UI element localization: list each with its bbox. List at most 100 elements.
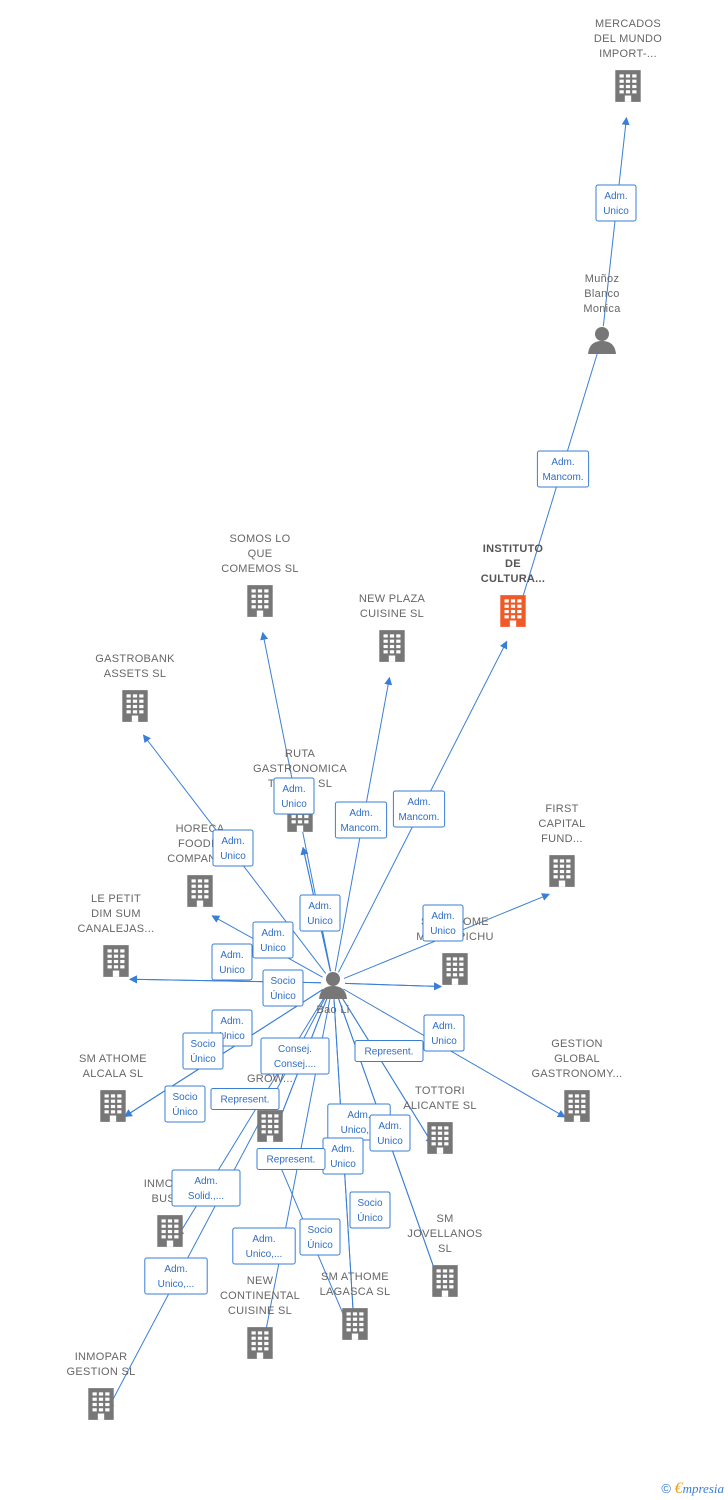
- edge-label-box: [252, 921, 294, 959]
- node-label: NEW PLAZA: [359, 593, 426, 605]
- edge-label-text: Adm.: [378, 1121, 401, 1132]
- edge-label-text: Unico: [430, 926, 456, 937]
- edge-label-text: Adm.: [194, 1176, 217, 1187]
- edge-label-box: [144, 1257, 208, 1295]
- edge-label-baoli-lagasca[interactable]: Adm.Unico: [322, 1137, 364, 1175]
- node-label: CULTURA...: [481, 573, 546, 585]
- edge-label-baoli-newplaza[interactable]: Adm.Mancom.: [334, 801, 388, 839]
- brand-name: mpresia: [682, 1481, 724, 1496]
- node-label: GESTION: [551, 1038, 603, 1050]
- edge-label-munoz-mercados[interactable]: Adm.Unico: [595, 184, 637, 222]
- node-label: TOTTORI: [415, 1085, 465, 1097]
- edge-label-grow-lagasca[interactable]: Represent.: [256, 1148, 326, 1170]
- copyright-icon: ©: [661, 1481, 671, 1496]
- edge-label-text: Socio: [270, 976, 295, 987]
- node-label: MERCADOS: [595, 18, 661, 30]
- building-icon: [103, 945, 129, 977]
- edge-label-text: Adm.: [252, 1234, 275, 1245]
- node-label: QUE: [248, 548, 273, 560]
- node-label: ASSETS SL: [104, 668, 167, 680]
- node-label: CUISINE SL: [360, 608, 424, 620]
- node-label: INMOPAR: [75, 1351, 128, 1363]
- edge-label-box: [232, 1227, 296, 1265]
- building-icon: [432, 1265, 458, 1297]
- edge-label-text: Mancom.: [340, 823, 381, 834]
- edge-label-baoli-inmoparbus[interactable]: Adm.Solid.,...: [171, 1169, 241, 1207]
- edge-label-text: Unico: [330, 1159, 356, 1170]
- edge-label-baoli-grow[interactable]: Consej.Consej....: [260, 1037, 330, 1075]
- edge-label-text: Consej....: [274, 1059, 316, 1070]
- node-label: GROW...: [247, 1073, 293, 1085]
- node-label: Monica: [583, 303, 621, 315]
- edge-label-baoli-gestion[interactable]: Adm.Unico: [423, 1014, 465, 1052]
- node-label: GASTRONOMICA: [253, 763, 347, 775]
- edge-label-box: [260, 1037, 330, 1075]
- edge-label-text: Unico,...: [341, 1125, 378, 1136]
- edge-label-baoli-grow[interactable]: Represent.: [210, 1088, 280, 1110]
- edge-label-text: Adm.: [220, 1016, 243, 1027]
- node-label: ALCALA SL: [83, 1068, 144, 1080]
- edge-label-text: Unico: [281, 799, 307, 810]
- node-label: LE PETIT: [91, 893, 141, 905]
- node-label: IMPORT-...: [599, 48, 657, 60]
- node-label: FOODIE: [178, 838, 222, 850]
- edge-label-baoli-horeca[interactable]: Adm.Unico: [211, 943, 253, 981]
- edge-label-baoli-newcont[interactable]: Adm. Unico,...: [232, 1227, 296, 1265]
- edge-label-text: Unico: [377, 1136, 403, 1147]
- edge-label-box: [422, 904, 464, 942]
- node-firstcap[interactable]: FIRSTCAPITALFUND...: [538, 803, 585, 887]
- node-newplaza[interactable]: NEW PLAZA CUISINE SL: [359, 593, 426, 662]
- node-label: FUND...: [541, 833, 583, 845]
- edge-label-baoli-inmopargest[interactable]: Adm.Unico,...: [144, 1257, 208, 1295]
- footer-brand[interactable]: © €mpresia: [661, 1480, 724, 1498]
- edge-label-baoli-instituto[interactable]: Adm.Mancom.: [392, 790, 446, 828]
- edge-label-text: Represent.: [267, 1155, 316, 1166]
- node-label: JOVELLANOS: [407, 1228, 482, 1240]
- edge-label-baoli-alcala[interactable]: Adm.Unico: [252, 921, 294, 959]
- edge-label-baoli-gastrobank[interactable]: Adm.Unico: [212, 829, 254, 867]
- node-label: SM: [436, 1213, 453, 1225]
- edge-label-baoli-machupichu[interactable]: Represent.: [354, 1040, 424, 1062]
- building-icon: [187, 875, 213, 907]
- edge-label-baoli-somos[interactable]: Adm.Unico: [273, 777, 315, 815]
- building-icon: [615, 70, 641, 102]
- edge-label-box: [262, 969, 304, 1007]
- node-gestion[interactable]: GESTIONGLOBALGASTRONOMY...: [531, 1038, 622, 1122]
- node-jovellanos[interactable]: SM JOVELLANOS SL: [407, 1213, 482, 1297]
- edge-label-text: Unico,...: [246, 1249, 283, 1260]
- node-label: FIRST: [545, 803, 578, 815]
- edge-label-box: [354, 1040, 424, 1062]
- node-instituto[interactable]: INSTITUTODECULTURA...: [481, 543, 546, 627]
- edge-label-text: Adm.: [432, 1021, 455, 1032]
- edge-label-box: [256, 1148, 326, 1170]
- edge-label-munoz-instituto[interactable]: Adm.Mancom.: [536, 450, 590, 488]
- edge-label-baoli-ruta[interactable]: Adm.Unico: [299, 894, 341, 932]
- node-label: CONTINENTAL: [220, 1290, 300, 1302]
- edge-label-baoli-firstcap[interactable]: Adm.Unico: [422, 904, 464, 942]
- edge-label-text: Unico,...: [158, 1279, 195, 1290]
- node-label: SM ATHOME: [321, 1271, 389, 1283]
- edge-label-baoli-tottori[interactable]: Adm. Unico: [369, 1114, 411, 1152]
- building-icon: [247, 1327, 273, 1359]
- edge-label-text: Único: [172, 1105, 198, 1118]
- node-label: NEW: [247, 1275, 274, 1287]
- node-label: SL: [438, 1243, 452, 1255]
- edge-label-box: [392, 790, 446, 828]
- node-baoli[interactable]: Bao Li: [317, 972, 350, 1016]
- edge-label-text: Único: [357, 1211, 383, 1224]
